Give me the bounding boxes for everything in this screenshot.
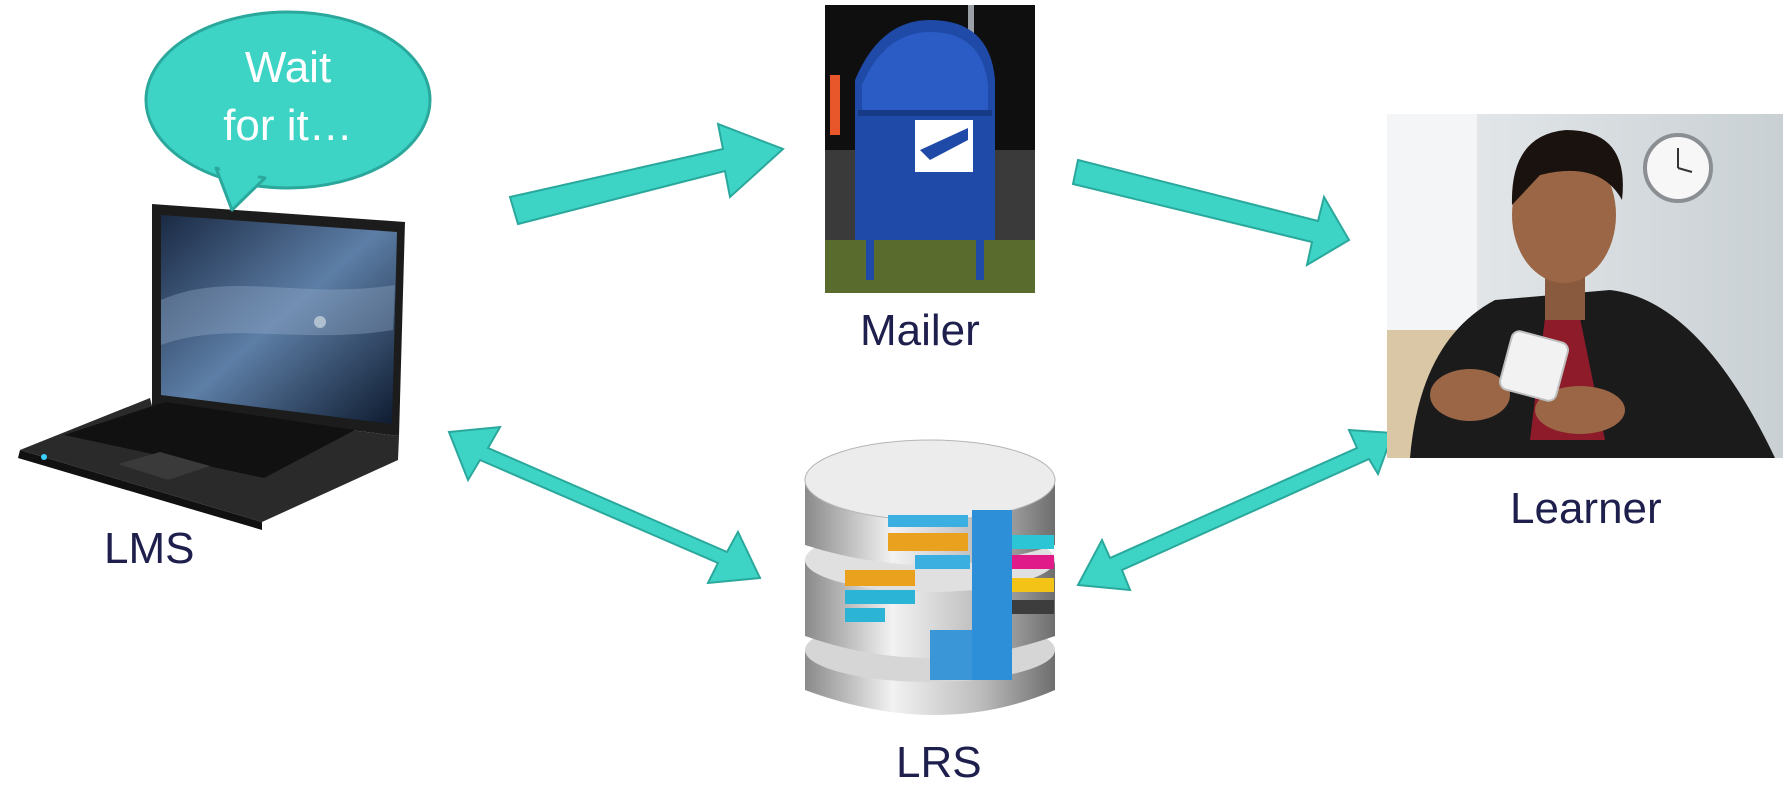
speech-bubble xyxy=(144,10,432,212)
arrow-lms-lrs-bidirectional xyxy=(447,425,762,585)
arrow-lrs-learner-bidirectional xyxy=(1076,428,1395,592)
laptop-icon xyxy=(18,204,405,530)
speech-bubble-line-2: for it… xyxy=(223,101,353,150)
node-label-lms: LMS xyxy=(104,524,195,573)
node-label-lrs: LRS xyxy=(896,738,982,787)
node-label-learner: Learner xyxy=(1510,484,1662,533)
speech-bubble-line-1: Wait xyxy=(244,43,332,92)
mailbox-icon xyxy=(825,5,1035,293)
arrow-lms-to-mailer xyxy=(508,122,785,226)
database-icon xyxy=(804,439,1056,715)
arrow-mailer-to-learner xyxy=(1071,158,1351,268)
learner-photo xyxy=(1387,114,1783,458)
node-label-mailer: Mailer xyxy=(860,306,980,355)
